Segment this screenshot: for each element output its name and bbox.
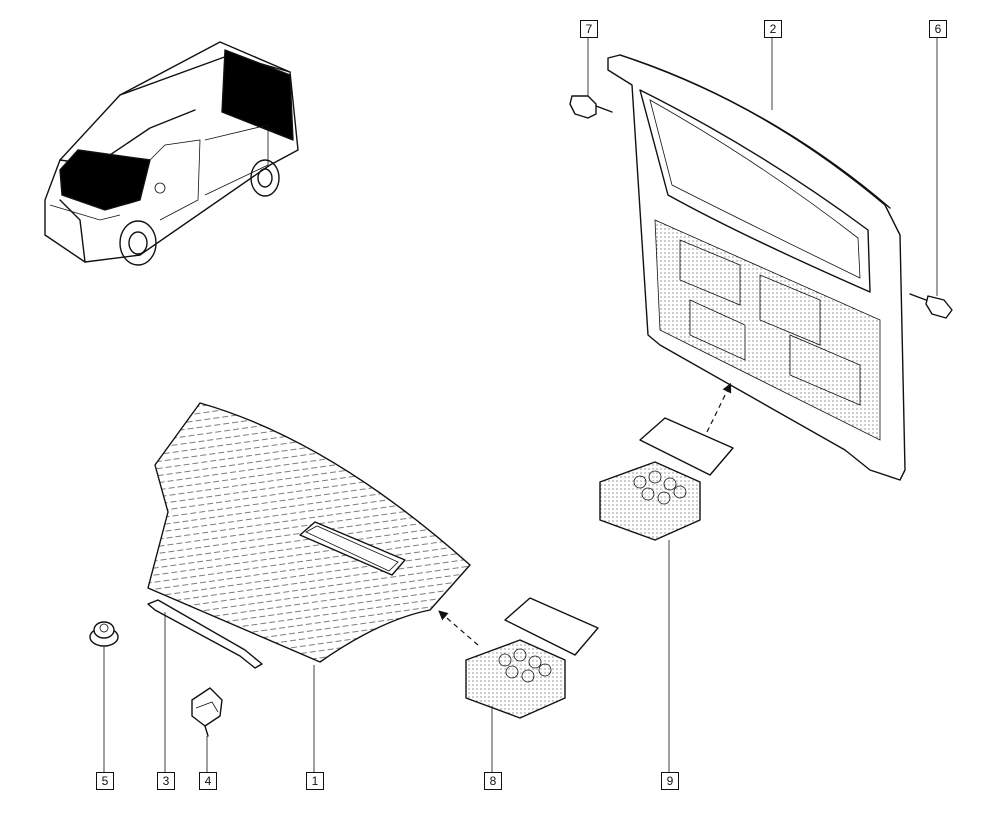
callout-3: 3 (157, 772, 175, 790)
tailgate (607, 54, 906, 481)
callout-4: 4 (199, 772, 217, 790)
clip-kit-box-bonnet (465, 597, 599, 719)
assembly-arrow-tailgate (706, 382, 732, 433)
callout-1: 1 (306, 772, 324, 790)
van-bonnet-highlight (59, 149, 151, 211)
tailgate-stud (909, 293, 953, 319)
van-overview (44, 41, 299, 266)
assembly-arrow-bonnet (438, 610, 479, 646)
callout-5: 5 (96, 772, 114, 790)
callout-7: 7 (580, 20, 598, 38)
bonnet-prop-rod (147, 599, 263, 669)
callout-2: 2 (764, 20, 782, 38)
grommet (89, 621, 119, 647)
clip-kit-box-tailgate (599, 417, 734, 541)
callout-6: 6 (929, 20, 947, 38)
callout-9: 9 (661, 772, 679, 790)
van-rear-door-highlight (221, 49, 294, 141)
bonnet-catch (191, 687, 223, 737)
bonnet (147, 402, 471, 663)
callout-8: 8 (484, 772, 502, 790)
gas-strut-end-fitting (569, 95, 613, 119)
